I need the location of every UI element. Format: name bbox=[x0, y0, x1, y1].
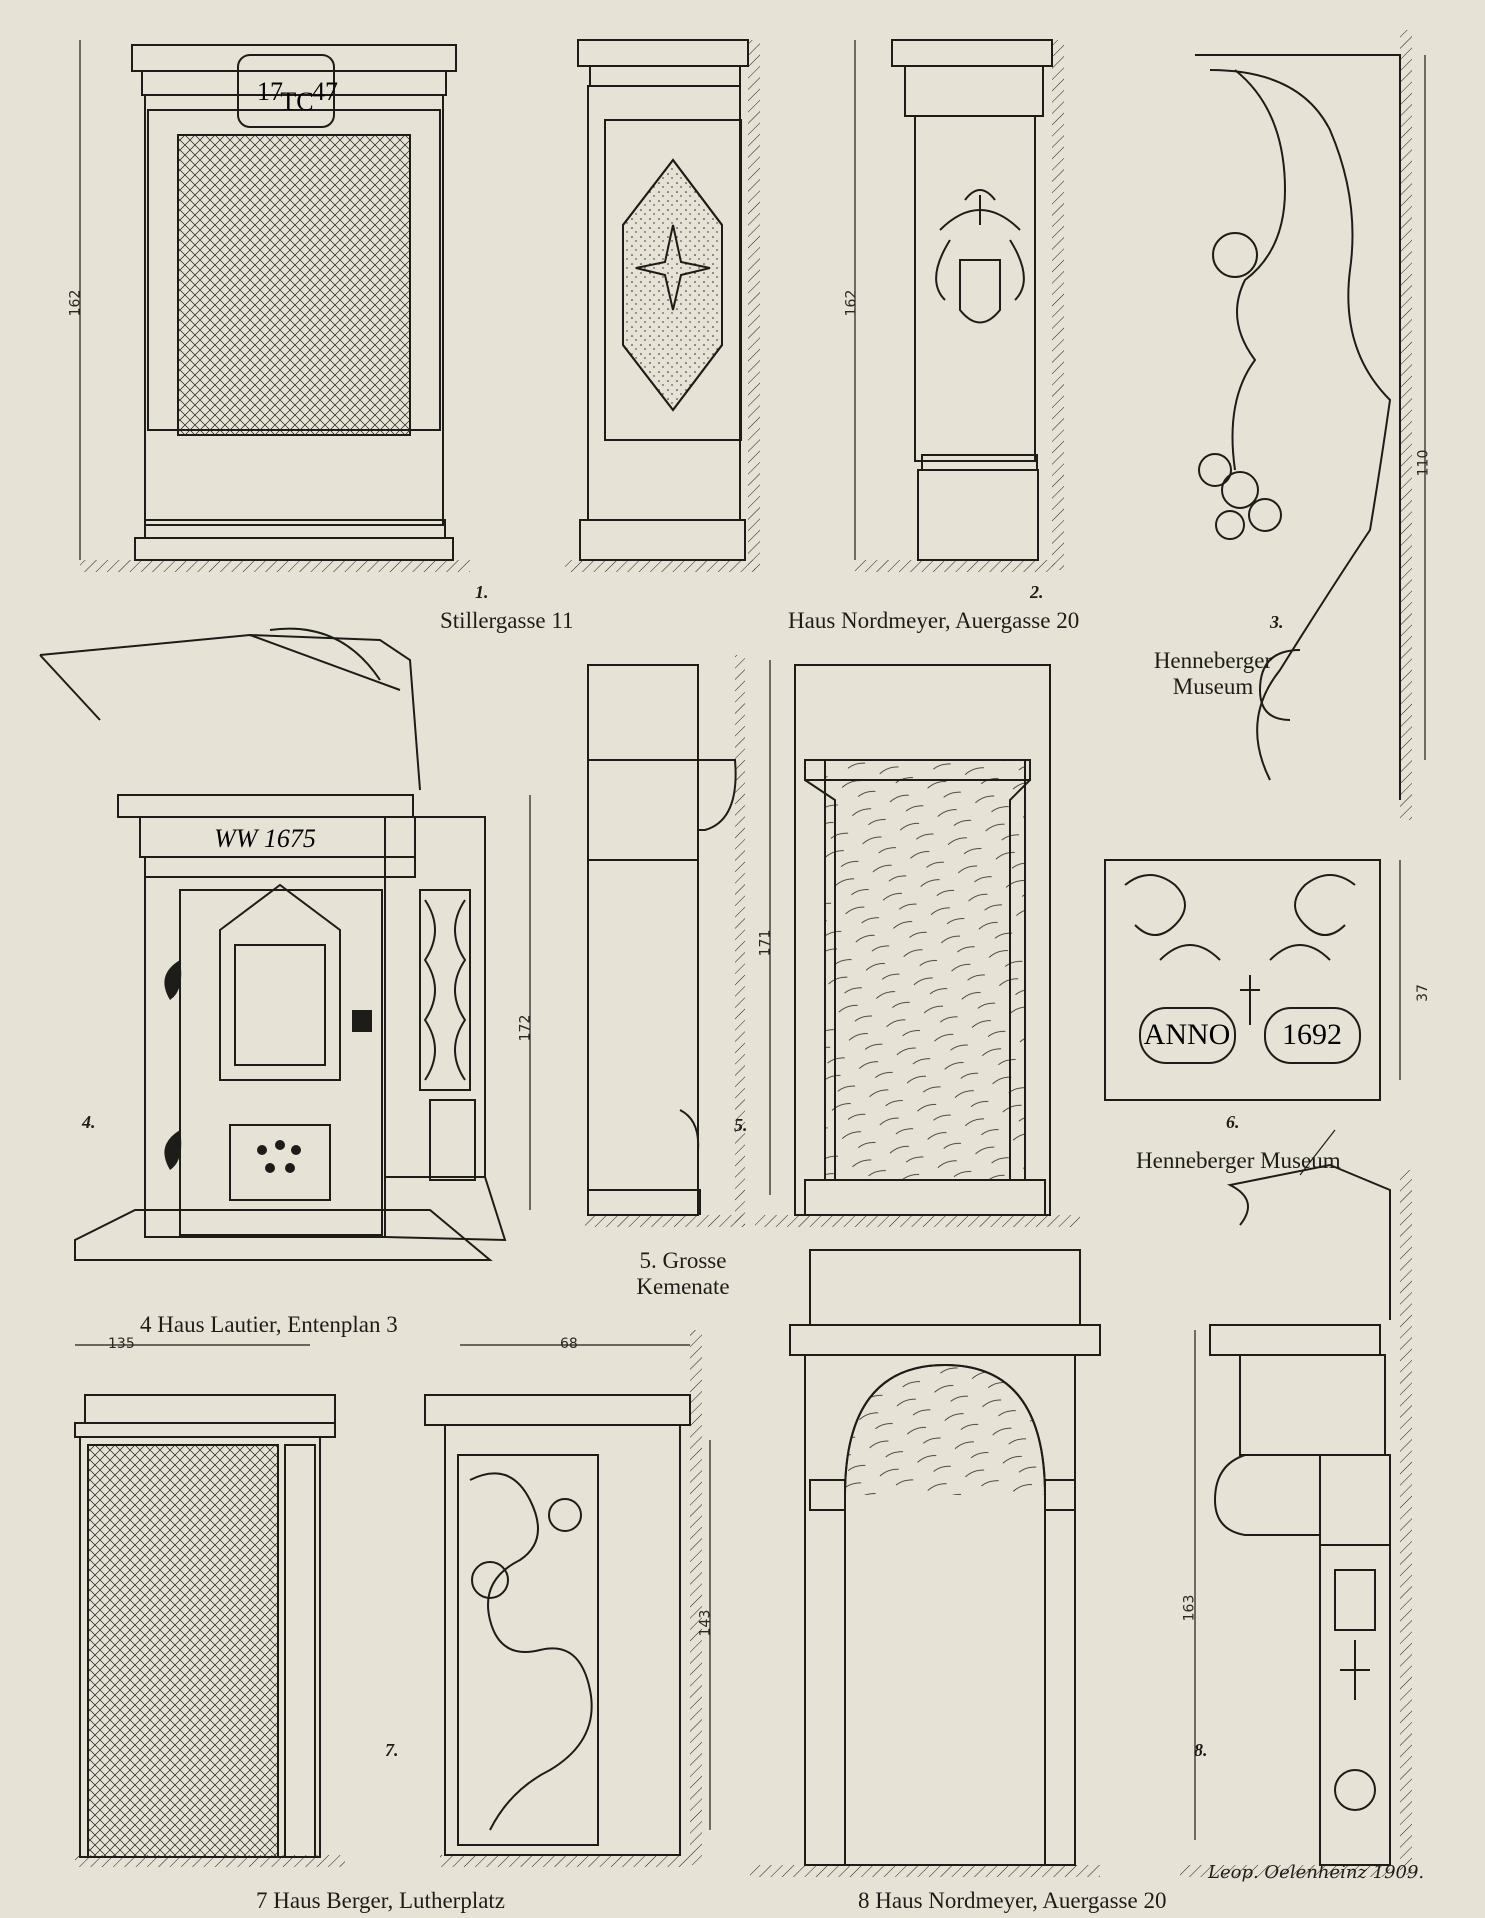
fig1-side-ground bbox=[565, 560, 755, 572]
caption-fig1: Stillergasse 11 bbox=[440, 608, 574, 633]
fig6-plaque bbox=[1104, 859, 1381, 1101]
fig5-front-ground bbox=[755, 1215, 1080, 1227]
dimension-label-4: 172 bbox=[517, 1014, 534, 1042]
fig8-side-wall bbox=[1400, 1170, 1412, 1875]
fig1-date-right: 47 bbox=[312, 77, 338, 106]
fig1-cabinet-front bbox=[131, 44, 457, 561]
caption-fig2: Haus Nordmeyer, Auergasse 20 bbox=[788, 608, 1080, 633]
caption-fig6: Henneberger Museum bbox=[1136, 1148, 1341, 1173]
fig4-wall-cabinet bbox=[39, 627, 507, 1261]
figure-number-3: 3. bbox=[1270, 612, 1284, 632]
fig7-side-ground bbox=[440, 1855, 690, 1867]
fig8-arched-cabinet bbox=[789, 1249, 1101, 1866]
figure-number-5: 5. bbox=[734, 1115, 748, 1135]
caption-fig3-line2: Museum bbox=[1172, 674, 1254, 699]
dimension-label-2: 162 bbox=[843, 289, 860, 317]
dimension-label-1: 162 bbox=[67, 289, 84, 317]
fig1-ground-hatch bbox=[80, 560, 470, 572]
fig2-wall bbox=[1052, 40, 1064, 570]
fig8-carved-side bbox=[1209, 1163, 1391, 1866]
caption-fig5-line2: Kemenate bbox=[636, 1274, 730, 1299]
fig4-inscription-band: WW 1675 bbox=[214, 824, 316, 853]
fig1-monogram: TC bbox=[280, 87, 313, 116]
caption-fig4: 4 Haus Lautier, Entenplan 3 bbox=[140, 1312, 398, 1337]
fig7-cabinet-side bbox=[424, 1394, 691, 1856]
fig8-front-ground bbox=[750, 1865, 1100, 1877]
dimension-label-7a: 135 bbox=[108, 1336, 135, 1352]
fig4-door-studs bbox=[257, 1140, 301, 1173]
dimension-label-6: 37 bbox=[1414, 984, 1431, 1002]
fig7-side-wall bbox=[690, 1330, 702, 1865]
dimension-label-3: 110 bbox=[1415, 449, 1432, 477]
figure-number-4: 4. bbox=[82, 1112, 96, 1132]
fig3-wall bbox=[1400, 30, 1412, 820]
dimension-label-7b: 68 bbox=[560, 1336, 578, 1352]
fig6-leader-line bbox=[1299, 1129, 1336, 1176]
dimension-label-7c: 143 bbox=[697, 1609, 714, 1637]
fig6-inscription-anno: ANNO bbox=[1144, 1018, 1231, 1051]
fig2-ground bbox=[855, 560, 1055, 572]
fig2-cabinet bbox=[891, 39, 1053, 561]
fig8-side-ground bbox=[1180, 1865, 1390, 1877]
fig4-side-carving bbox=[419, 889, 476, 1181]
fig7-front-ground bbox=[75, 1855, 345, 1867]
fig6-inscription-year: 1692 bbox=[1282, 1018, 1342, 1051]
figure-number-2: 2. bbox=[1030, 582, 1044, 602]
fig5-ground bbox=[585, 1215, 745, 1227]
fig1-side-wall bbox=[748, 40, 760, 570]
figure-number-7: 7. bbox=[385, 1740, 399, 1760]
fig1-star-ornament bbox=[635, 224, 711, 311]
fig1-cabinet-side bbox=[577, 39, 749, 561]
figure-number-1: 1. bbox=[475, 582, 489, 602]
fig2-coat-of-arms bbox=[935, 189, 1025, 324]
fig5-front bbox=[794, 664, 1051, 1216]
fig5-section bbox=[587, 664, 737, 1216]
caption-fig3-line1: Henneberger bbox=[1153, 648, 1273, 673]
fig7-cabinet-front bbox=[74, 1394, 336, 1858]
caption-fig8: 8 Haus Nordmeyer, Auergasse 20 bbox=[858, 1888, 1167, 1913]
caption-fig5-line1: 5. Grosse bbox=[639, 1248, 727, 1273]
dimension-label-8: 163 bbox=[1181, 1594, 1198, 1622]
fig1-date-left: 17 bbox=[257, 77, 283, 106]
figure-number-8: 8. bbox=[1194, 1740, 1208, 1760]
dimension-label-5: 171 bbox=[757, 929, 774, 957]
fig4-door-hinges bbox=[164, 960, 372, 1170]
figure-number-6: 6. bbox=[1226, 1112, 1240, 1132]
caption-fig7: 7 Haus Berger, Lutherplatz bbox=[256, 1888, 506, 1913]
artist-signature: Leop. Oelenheinz 1909. bbox=[1208, 1862, 1425, 1883]
fig5-wall bbox=[735, 655, 745, 1225]
